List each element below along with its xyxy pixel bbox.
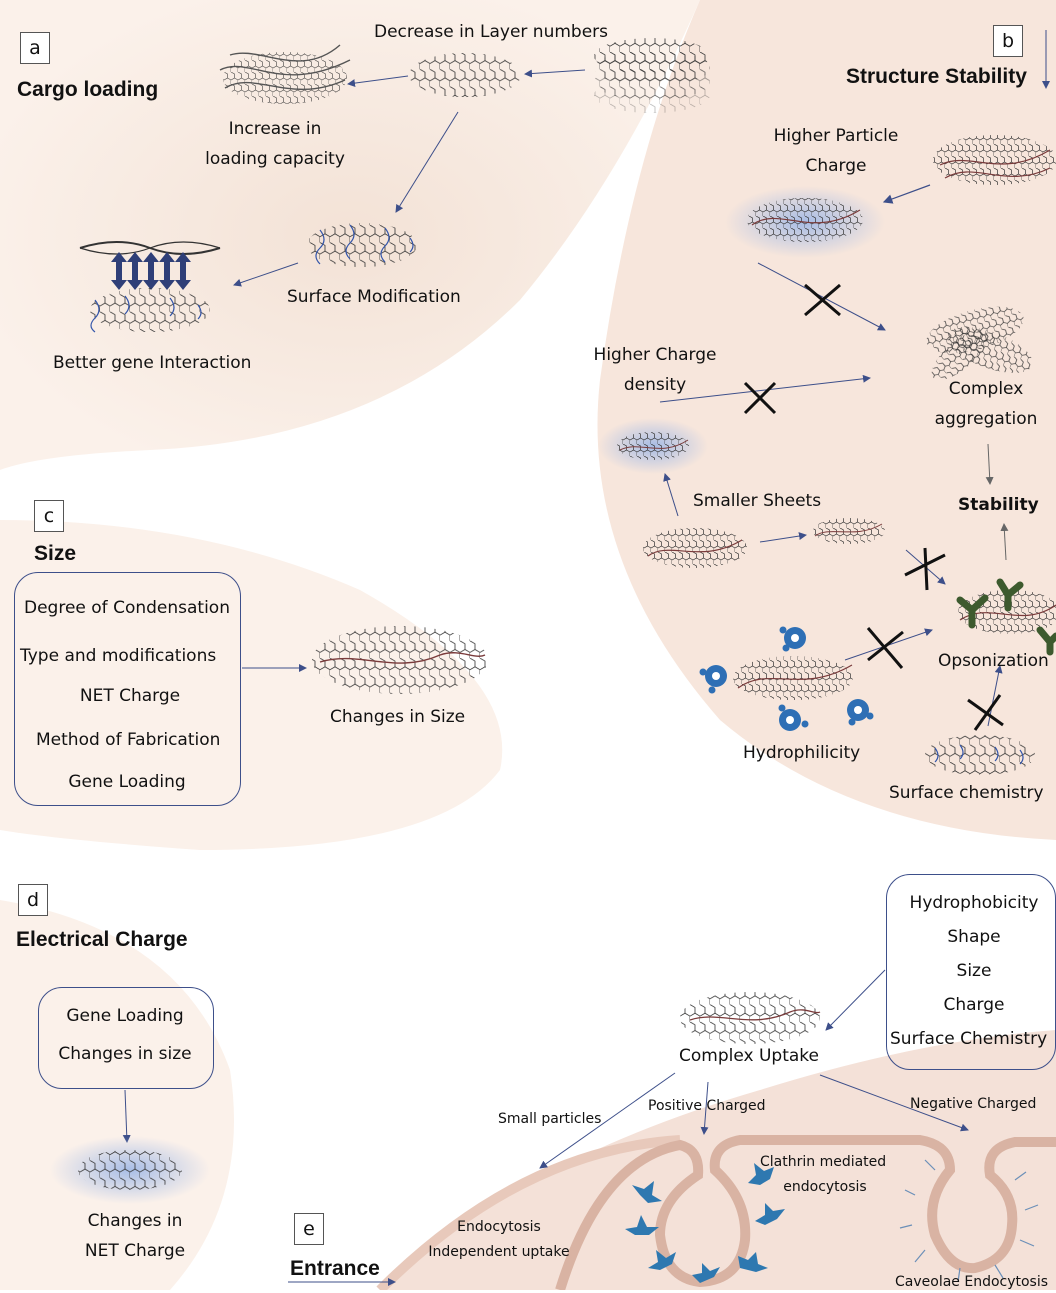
net-charge-label-2: NET Charge <box>60 1240 210 1262</box>
hydrophilicity-label: Hydrophilicity <box>743 742 860 764</box>
size-factor-3: NET Charge <box>14 685 246 707</box>
panel-c-title: Size <box>34 543 76 565</box>
panel-a-title: Cargo loading <box>17 79 158 101</box>
clathrin-label-2: endocytosis <box>760 1176 890 1198</box>
charged-small-sheet <box>598 418 708 474</box>
charge-factors-box <box>38 987 214 1089</box>
smaller-sheets-label: Smaller Sheets <box>693 490 821 512</box>
higher-particle-label-2: Charge <box>766 155 906 177</box>
complex-sheet <box>312 626 488 694</box>
panel-b-title: Structure Stability <box>846 66 1027 88</box>
stability-label: Stability <box>958 494 1039 516</box>
endocytosis-label-1: Endocytosis <box>424 1216 574 1238</box>
complex-aggregation-label-1: Complex <box>926 378 1046 400</box>
charge-factor-2: Changes in size <box>38 1043 212 1065</box>
increase-label-1: Increase in <box>200 118 350 140</box>
size-factor-4: Method of Fabrication <box>36 729 220 751</box>
loaded-sheet-b <box>933 135 1056 185</box>
higher-density-label-1: Higher Charge <box>590 344 720 366</box>
panel-b-letter: b <box>993 25 1023 57</box>
surface-modification-label: Surface Modification <box>287 286 461 308</box>
size-factor-1: Degree of Condensation <box>24 597 230 619</box>
net-charge-label-1: Changes in <box>60 1210 210 1232</box>
charge-factor-1: Gene Loading <box>38 1005 212 1027</box>
panel-c-letter: c <box>34 500 64 532</box>
hydrophilic-sheet <box>733 656 853 700</box>
endocytosis-label-2: Independent uptake <box>424 1241 574 1263</box>
clathrin-label-1: Clathrin mediated <box>760 1151 886 1173</box>
uptake-factor-5: Surface Chemistry <box>890 1028 1047 1050</box>
size-factor-5: Gene Loading <box>14 771 240 793</box>
panel-d-letter: d <box>18 884 48 916</box>
uptake-factor-4: Charge <box>886 994 1056 1016</box>
opsonization-label: Opsonization <box>938 650 1049 672</box>
panel-e-letter: e <box>294 1213 324 1245</box>
multilayer-sheet <box>594 38 710 113</box>
surface-chemistry-label: Surface chemistry <box>889 782 1044 804</box>
increase-label-2: loading capacity <box>195 148 355 170</box>
size-factor-2: Type and modifications <box>20 645 216 667</box>
changes-in-size-label: Changes in Size <box>330 706 465 728</box>
uptake-factor-3: Size <box>886 960 1056 982</box>
charged-sheet-d <box>78 1150 182 1190</box>
small-particles-label: Small particles <box>498 1108 601 1130</box>
complex-aggregation-label-2: aggregation <box>926 408 1046 430</box>
charged-sheet <box>725 186 885 258</box>
complex-uptake-label: Complex Uptake <box>679 1045 819 1067</box>
decrease-layer-label: Decrease in Layer numbers <box>374 21 608 43</box>
modified-sheet <box>307 223 417 267</box>
surface-chem-sheet <box>925 735 1035 775</box>
uptake-factor-1: Hydrophobicity <box>886 892 1056 914</box>
smaller-sheet <box>643 528 747 568</box>
positive-charged-label: Positive Charged <box>648 1095 766 1117</box>
negative-charged-label: Negative Charged <box>910 1093 1036 1115</box>
uptake-factor-2: Shape <box>886 926 1056 948</box>
higher-particle-label-1: Higher Particle <box>766 125 906 147</box>
panel-a-letter: a <box>20 32 50 64</box>
uptake-complex <box>680 992 820 1044</box>
tiny-sheet <box>813 518 885 544</box>
single-layer-sheet <box>409 53 521 97</box>
higher-density-label-2: density <box>590 374 720 396</box>
panel-d-title: Electrical Charge <box>16 929 188 951</box>
panel-e-title: Entrance <box>290 1258 380 1280</box>
better-gene-label: Better gene Interaction <box>53 352 251 374</box>
